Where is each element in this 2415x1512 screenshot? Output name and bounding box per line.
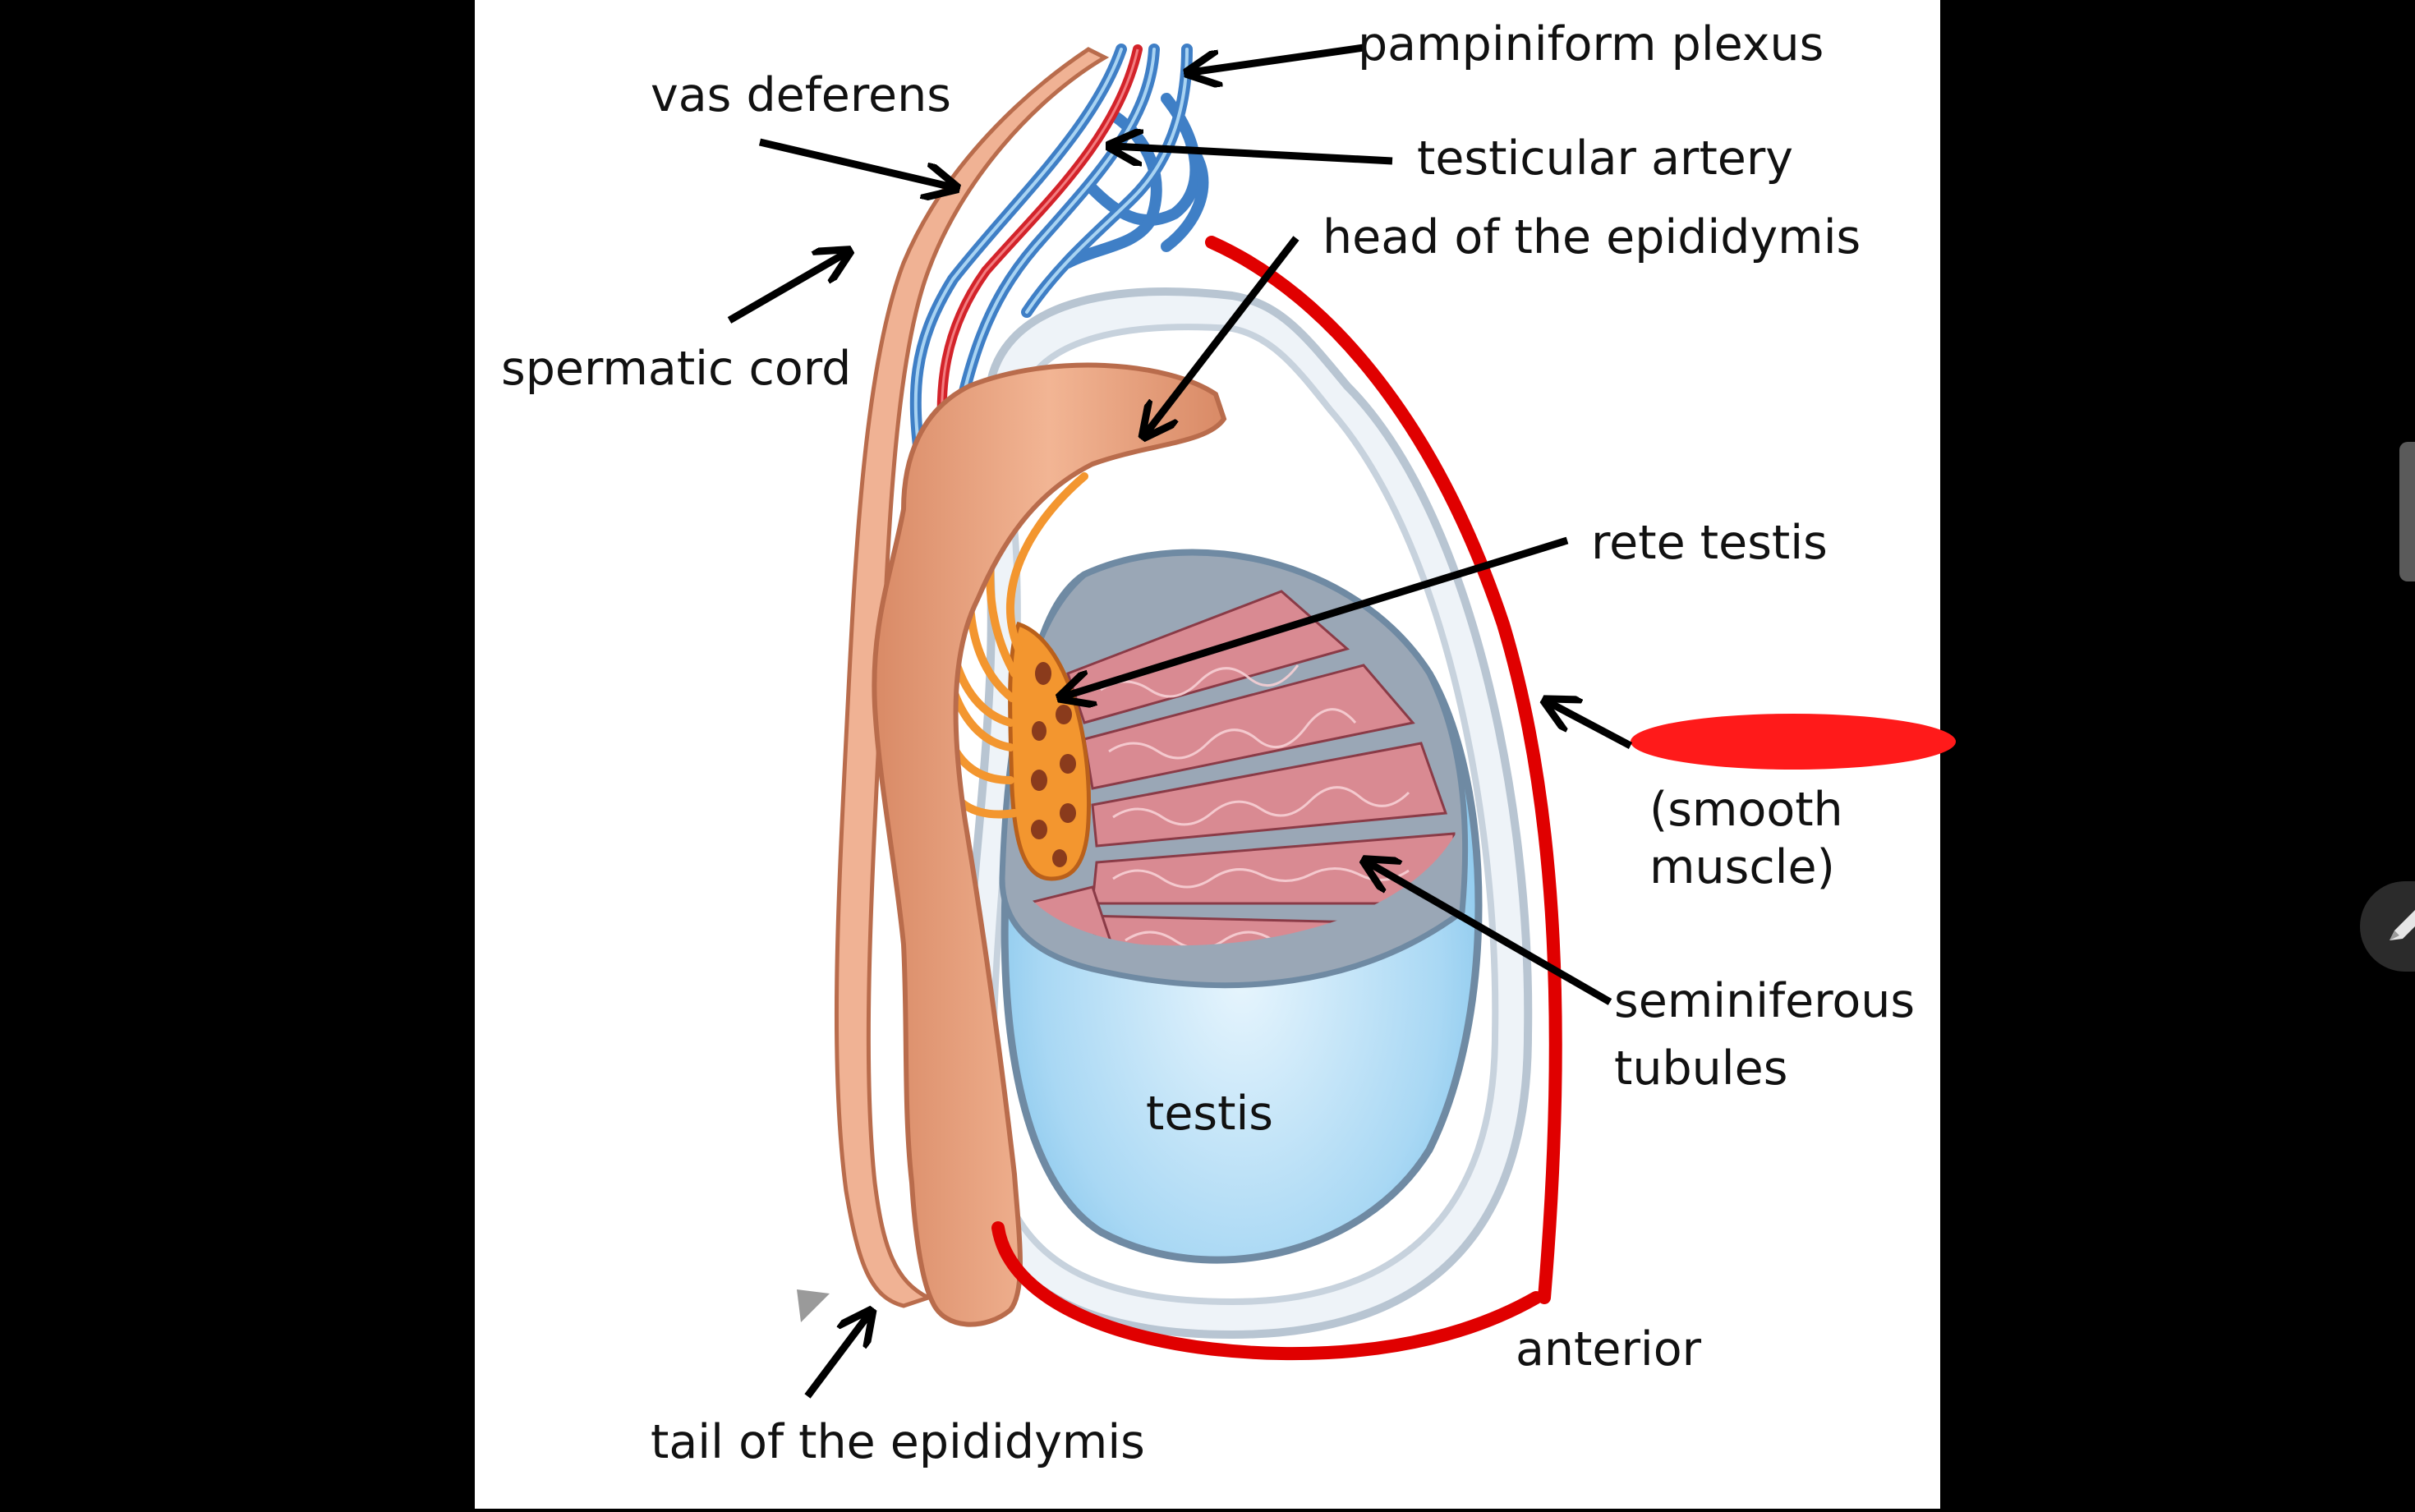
label-testis: testis xyxy=(1146,1087,1273,1141)
label-head-of-epididymis: head of the epididymis xyxy=(1322,210,1861,264)
label-tail-of-epididymis: tail of the epididymis xyxy=(651,1415,1145,1469)
arrow-pampiniform xyxy=(1191,44,1364,72)
label-smooth-muscle-line2: muscle) xyxy=(1649,840,1835,894)
arrow-seminiferous xyxy=(1368,862,1612,1005)
redacted-label-blob xyxy=(1631,714,1956,770)
red-annotation-line-upper xyxy=(1205,236,1562,1304)
arrow-head-epididymis xyxy=(1146,236,1300,434)
label-seminiferous-line2: tubules xyxy=(1614,1041,1787,1096)
arrow-testicular-artery xyxy=(1113,146,1393,161)
arrow-vas-deferens xyxy=(758,138,953,187)
label-spermatic-cord: spermatic cord xyxy=(501,342,851,396)
label-pampiniform-plexus: pampiniform plexus xyxy=(1358,17,1824,71)
scroll-edge-tab[interactable] xyxy=(2399,442,2415,581)
cursor-marker xyxy=(797,1289,830,1322)
spermatic-cord-tube xyxy=(834,47,1110,1308)
label-rete-testis: rete testis xyxy=(1591,516,1828,570)
label-vas-deferens: vas deferens xyxy=(651,68,951,122)
label-seminiferous-line1: seminiferous xyxy=(1614,974,1915,1028)
arrow-spermatic-cord xyxy=(727,253,846,324)
arrow-tail-epididymis xyxy=(804,1314,869,1399)
label-testicular-artery: testicular artery xyxy=(1417,131,1793,186)
annotation-arrows xyxy=(727,44,1633,1399)
pen-icon xyxy=(2390,910,2415,940)
epididymis xyxy=(872,362,1227,1327)
label-anterior: anterior xyxy=(1516,1322,1702,1376)
label-smooth-muscle-line1: (smooth xyxy=(1649,783,1843,837)
arrow-rete-testis xyxy=(1064,536,1569,696)
red-annotation-line-lower xyxy=(991,1221,1543,1361)
arrow-smooth-muscle xyxy=(1548,702,1633,749)
